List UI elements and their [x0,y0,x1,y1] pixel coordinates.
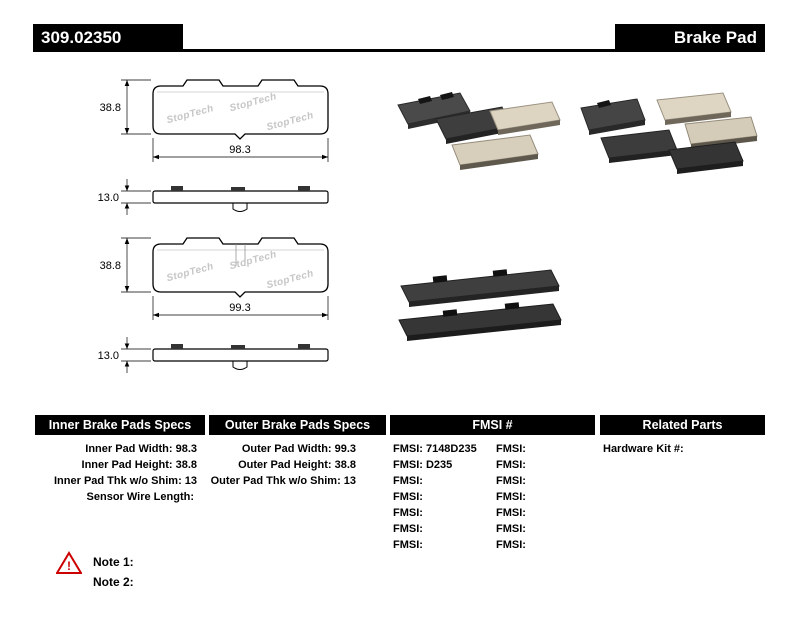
spec-label: Outer Pad Thk w/o Shim: [210,475,341,487]
outer-specs-list: Outer Pad Width:99.3 Outer Pad Height:38… [196,441,356,489]
fmsi-label: FMSI: [496,491,526,503]
outer-specs-header: Outer Brake Pads Specs [209,415,386,435]
inner-height-dimension: 38.8 [100,102,121,114]
fmsi-list-1: FMSI:7148D235 FMSI:D235 FMSI: FMSI: FMSI… [393,441,493,553]
spec-label: Inner Pad Height: [81,459,173,471]
related-parts-header: Related Parts [600,415,765,435]
fmsi-label: FMSI: [496,459,526,471]
spec-value: 99.3 [334,443,356,455]
inner-width-dimension: 98.3 [229,144,250,156]
inner-specs-header: Inner Brake Pads Specs [35,415,205,435]
page-title: Brake Pad [673,28,757,47]
note-2: Note 2: [93,575,134,589]
fmsi-row: FMSI: [393,505,493,521]
spec-value: 98.3 [175,443,197,455]
fmsi-label: FMSI: [496,443,526,455]
spec-row: Sensor Wire Length: [35,489,197,505]
fmsi-row: FMSI:7148D235 [393,441,493,457]
header: 309.02350 Brake Pad [33,24,765,52]
fmsi-row: FMSI: [496,457,594,473]
fmsi-row: FMSI: [496,505,594,521]
part-number-box: 309.02350 [33,24,183,52]
fmsi-label: FMSI: [496,523,526,535]
spec-label: Inner Pad Thk w/o Shim: [54,475,182,487]
fmsi-row: FMSI: [496,441,594,457]
fmsi-row: FMSI:D235 [393,457,493,473]
fmsi-row: FMSI: [393,537,493,553]
svg-text:!: ! [67,559,71,573]
spec-row: Outer Pad Height:38.8 [196,457,356,473]
inner-specs-list: Inner Pad Width:98.3 Inner Pad Height:38… [35,441,197,505]
outer-pad-side-drawing: 13.0 [98,337,329,373]
outer-width-dimension: 99.3 [229,302,250,314]
spec-label: Sensor Wire Length: [86,491,194,503]
fmsi-row: FMSI: [393,473,493,489]
fmsi-value: 7148D235 [425,443,477,455]
fmsi-value: D235 [425,459,453,471]
fmsi-label: FMSI: [393,491,423,503]
inner-pad-side-drawing: 13.0 [98,179,329,215]
spec-value: 13 [184,475,197,487]
product-photo-pad-set-1 [397,92,561,170]
note-1: Note 1: [93,555,134,569]
fmsi-list-2: FMSI: FMSI: FMSI: FMSI: FMSI: FMSI: FMSI… [496,441,594,553]
part-number: 309.02350 [41,28,122,47]
spec-row: Inner Pad Thk w/o Shim:13 [35,473,197,489]
spec-value: 38.8 [175,459,197,471]
inner-thickness-dimension: 13.0 [98,192,119,204]
related-row: Hardware Kit #: [603,441,763,457]
fmsi-row: FMSI: [393,521,493,537]
product-photo-pads-edge-view [398,269,562,341]
spec-label: Outer Pad Width: [241,443,332,455]
spec-row: Inner Pad Height:38.8 [35,457,197,473]
fmsi-row: FMSI: [496,537,594,553]
outer-thickness-dimension: 13.0 [98,350,119,362]
spec-value: 13 [343,475,356,487]
fmsi-row: FMSI: [393,489,493,505]
fmsi-row: FMSI: [496,473,594,489]
related-parts-list: Hardware Kit #: [603,441,763,457]
spec-row: Inner Pad Width:98.3 [35,441,197,457]
fmsi-row: FMSI: [496,489,594,505]
spec-label: Outer Pad Height: [238,459,332,471]
related-label: Hardware Kit #: [603,443,684,455]
fmsi-label: FMSI: [393,443,423,455]
fmsi-row: FMSI: [496,521,594,537]
outer-height-dimension: 38.8 [100,260,121,272]
fmsi-label: FMSI: [496,475,526,487]
fmsi-label: FMSI: [496,539,526,551]
fmsi-header: FMSI # [390,415,595,435]
fmsi-label: FMSI: [393,475,423,487]
spec-row: Outer Pad Thk w/o Shim:13 [196,473,356,489]
spec-value: 38.8 [334,459,356,471]
warning-icon: ! [56,551,82,574]
spec-label: Inner Pad Width: [85,443,173,455]
product-name-box: Brake Pad [615,24,765,52]
fmsi-label: FMSI: [393,507,423,519]
header-divider [33,49,765,52]
spec-row: Outer Pad Width:99.3 [196,441,356,457]
product-photo-pad-set-2 [580,92,758,174]
fmsi-label: FMSI: [393,539,423,551]
fmsi-label: FMSI: [496,507,526,519]
inner-pad-front-drawing: 38.8 StopTech StopTech StopTech 98.3 [100,79,329,162]
outer-pad-front-drawing: 38.8 StopTech StopTech StopTech 99.3 [100,237,329,320]
fmsi-label: FMSI: [393,459,423,471]
fmsi-label: FMSI: [393,523,423,535]
